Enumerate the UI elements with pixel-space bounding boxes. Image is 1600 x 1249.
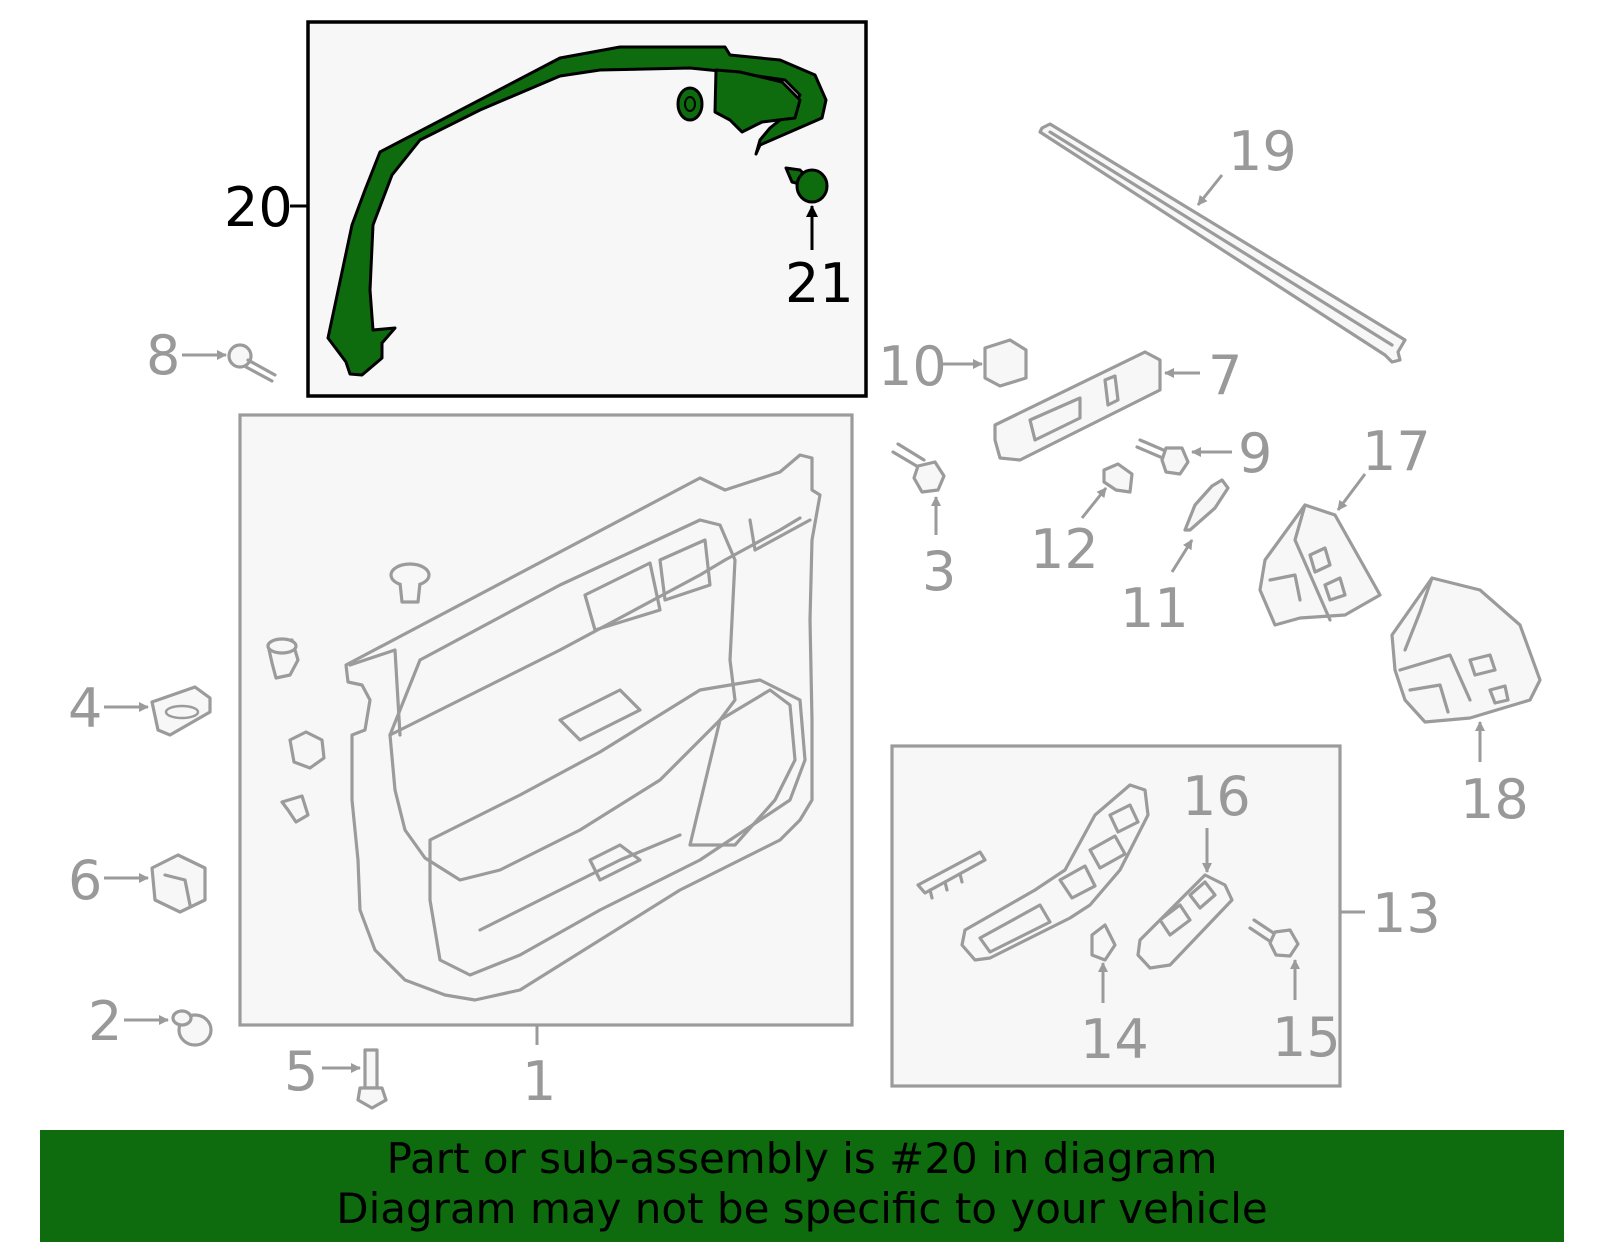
part-20-trim-panel[interactable] — [326, 45, 828, 377]
part-12-clip[interactable] — [1102, 462, 1134, 494]
part-4-clip[interactable] — [150, 685, 212, 737]
part-14-clip[interactable] — [1090, 923, 1117, 962]
callout-15[interactable]: 15 — [1272, 1006, 1341, 1069]
highlight-box: 20 21 — [224, 20, 868, 398]
arrow-19 — [1196, 174, 1224, 206]
callout-13[interactable]: 13 — [1372, 882, 1441, 945]
part-5-screw[interactable] — [356, 1048, 388, 1110]
clip-small[interactable] — [280, 794, 310, 824]
callout-11[interactable]: 11 — [1120, 577, 1189, 640]
part-15-screw[interactable] — [1248, 918, 1300, 958]
part-3-bolt[interactable] — [891, 442, 946, 494]
part-17-switch[interactable] — [1258, 503, 1382, 627]
callout-18[interactable]: 18 — [1460, 768, 1529, 831]
callout-2[interactable]: 2 — [88, 990, 122, 1053]
callout-19[interactable]: 19 — [1228, 120, 1297, 183]
part-1-door-trim-panel[interactable] — [344, 453, 822, 1002]
clip-retainer[interactable] — [266, 637, 300, 680]
callout-5[interactable]: 5 — [284, 1040, 318, 1103]
arrow-12 — [1080, 487, 1108, 519]
part-18-switch[interactable] — [1390, 576, 1542, 724]
info-banner: Part or sub-assembly is #20 in diagram D… — [40, 1130, 1564, 1242]
callout-4[interactable]: 4 — [68, 677, 102, 740]
callout-10[interactable]: 10 — [878, 335, 947, 398]
arrow-11 — [1170, 539, 1194, 573]
part-7-switch-bezel[interactable] — [993, 350, 1162, 462]
callout-3[interactable]: 3 — [922, 540, 956, 603]
callout-20[interactable]: 20 — [224, 176, 293, 239]
callout-8[interactable]: 8 — [146, 324, 180, 387]
callout-16[interactable]: 16 — [1182, 765, 1251, 828]
callout-14[interactable]: 14 — [1080, 1008, 1149, 1071]
door-panel-box: 1 — [238, 413, 854, 1113]
banner-line-1: Part or sub-assembly is #20 in diagram — [386, 1134, 1218, 1183]
clip-hex[interactable] — [288, 730, 326, 770]
part-16-switch[interactable] — [1136, 873, 1234, 970]
arrow-17 — [1336, 473, 1367, 511]
part-13-armrest-bezel[interactable] — [960, 783, 1150, 962]
part-9-screw[interactable] — [1135, 438, 1190, 476]
callout-9[interactable]: 9 — [1238, 422, 1272, 485]
part-13-trim-strip[interactable] — [916, 850, 987, 900]
callout-17[interactable]: 17 — [1362, 420, 1431, 483]
part-2-grommet[interactable] — [171, 1009, 213, 1047]
callout-6[interactable]: 6 — [68, 849, 102, 912]
switch-assembly-box: 14 16 15 13 — [890, 744, 1441, 1088]
callout-1[interactable]: 1 — [522, 1050, 556, 1113]
part-6-nut[interactable] — [150, 853, 207, 914]
callout-7[interactable]: 7 — [1208, 344, 1242, 407]
callout-12[interactable]: 12 — [1030, 518, 1099, 581]
banner-line-2: Diagram may not be specific to your vehi… — [336, 1184, 1268, 1233]
callout-21[interactable]: 21 — [785, 252, 854, 315]
part-11-bracket[interactable] — [1183, 478, 1230, 532]
clip-push-pin[interactable] — [389, 562, 431, 604]
part-21-clip[interactable] — [784, 166, 829, 204]
part-10-cap[interactable] — [983, 338, 1028, 388]
part-8-bolt[interactable] — [227, 343, 277, 383]
part-19-weatherstrip[interactable] — [1038, 122, 1407, 364]
